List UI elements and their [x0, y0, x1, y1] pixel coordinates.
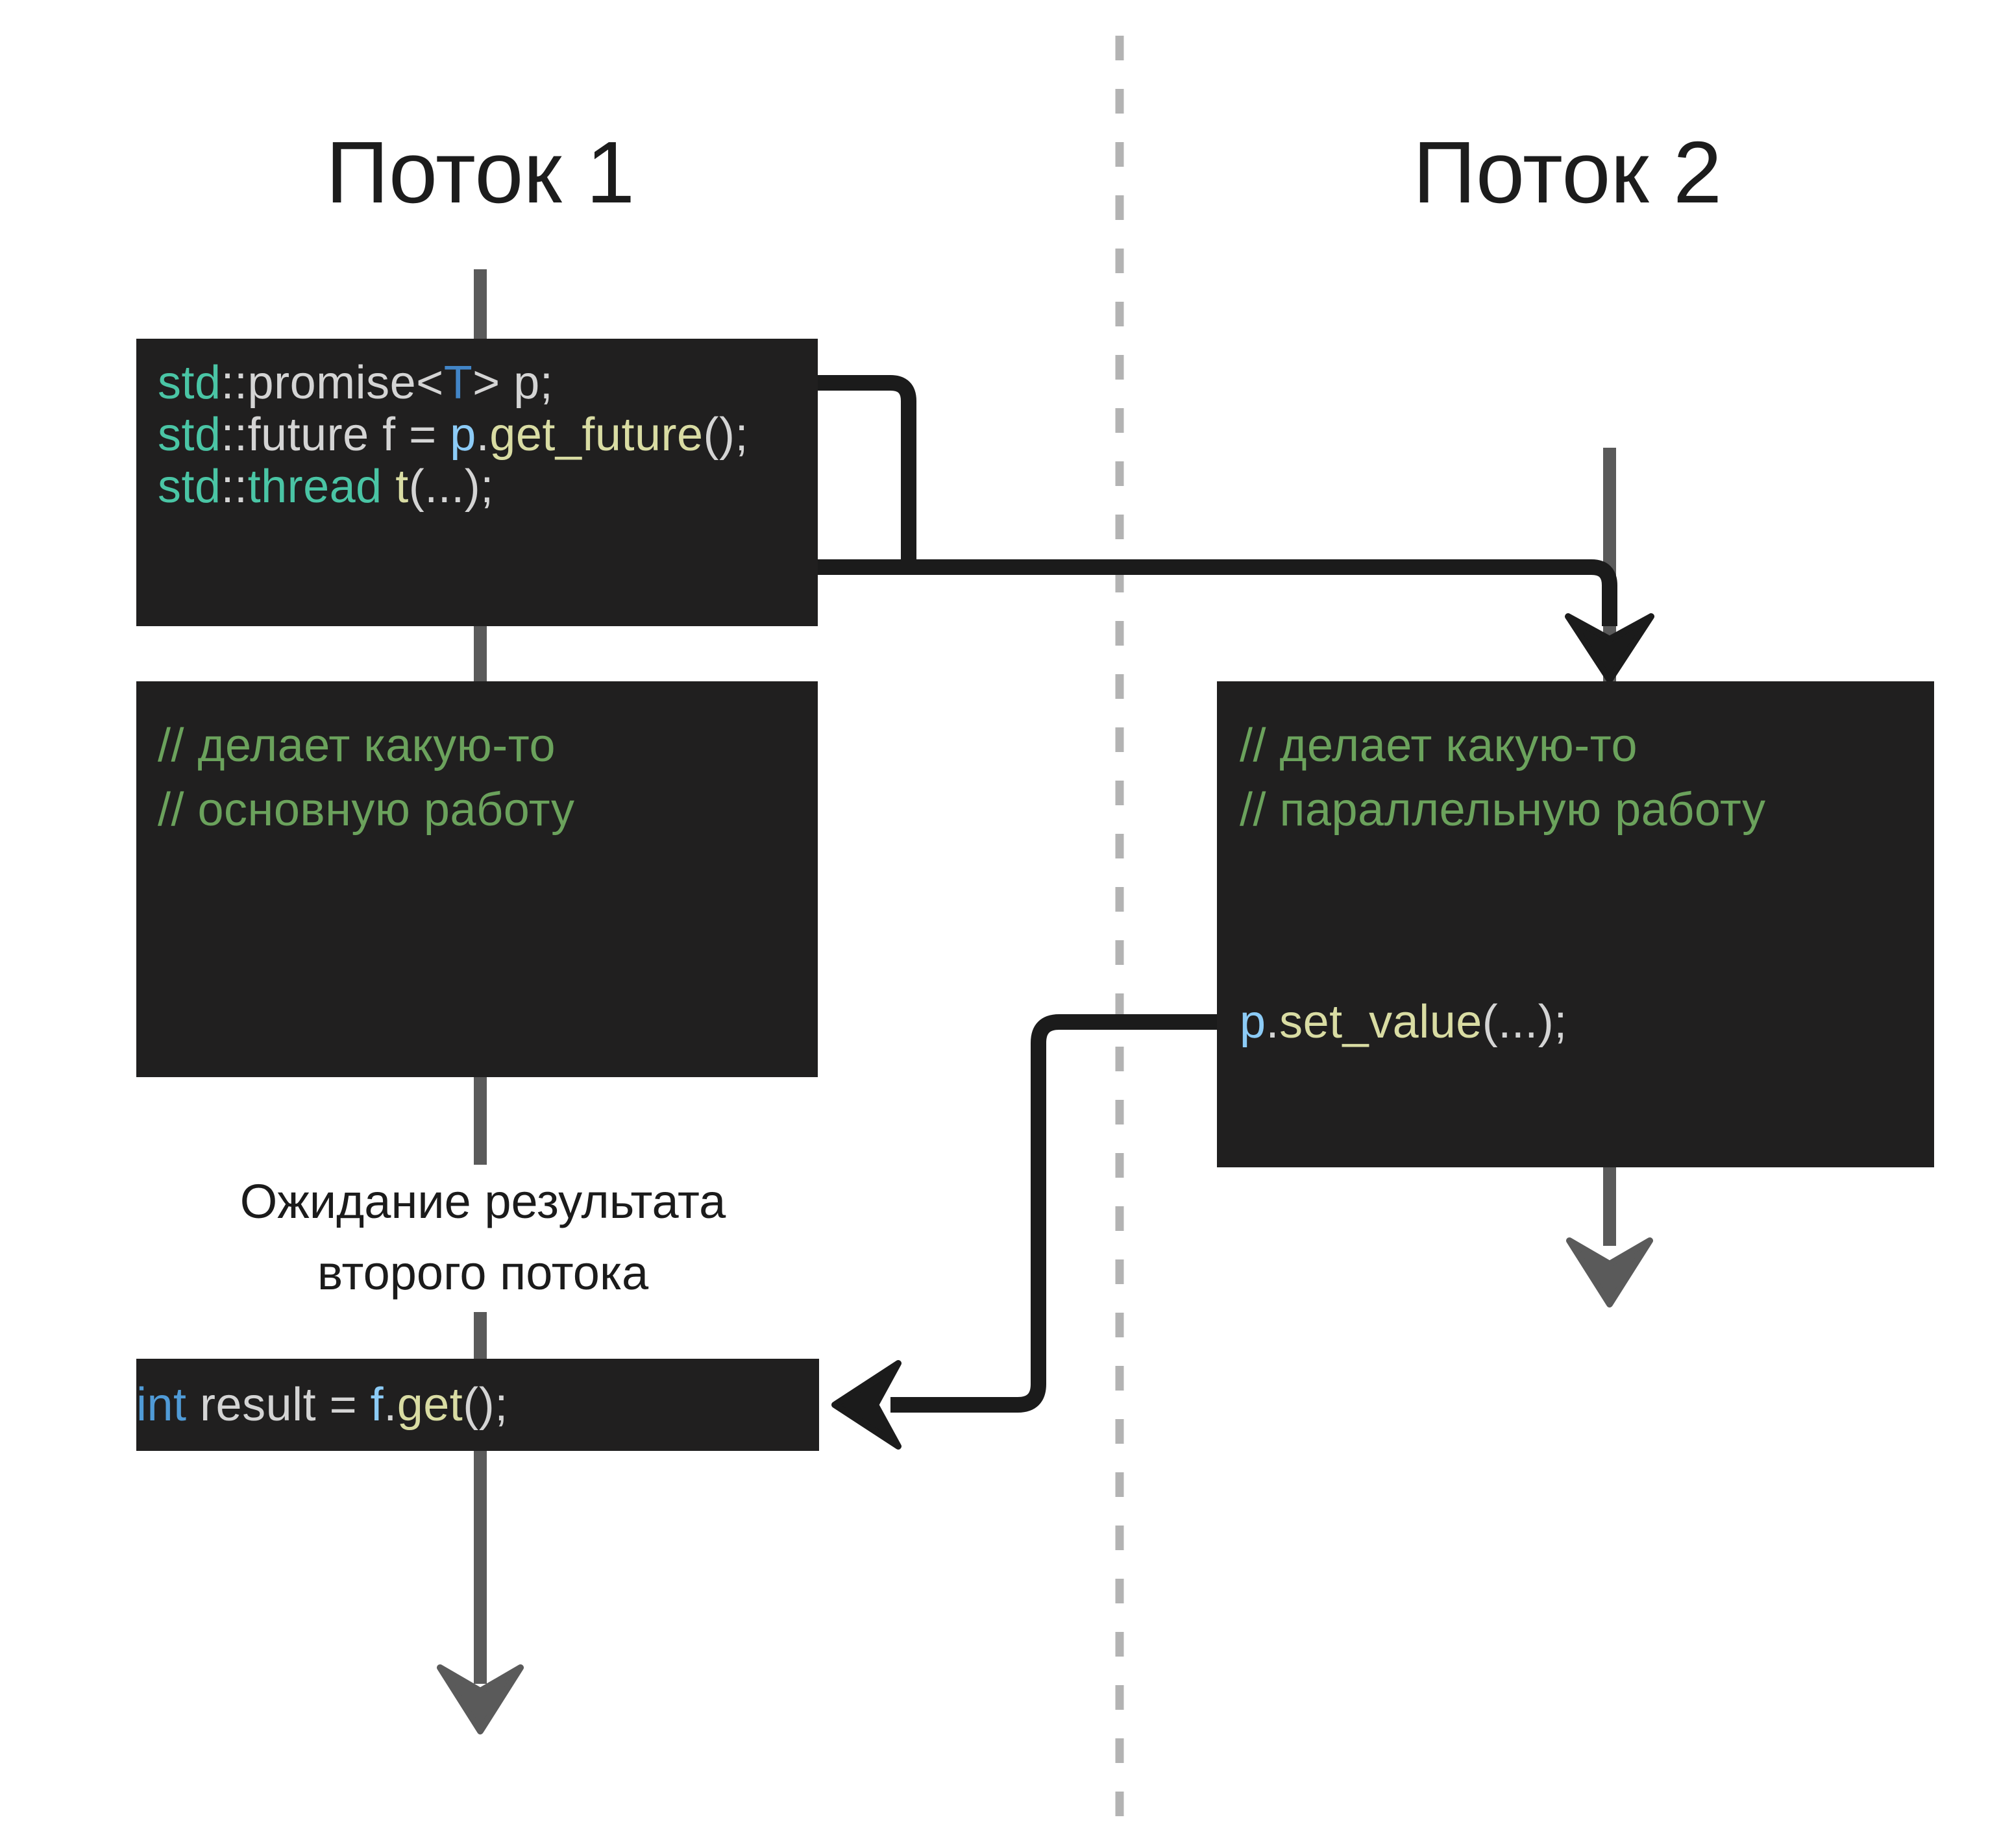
result-code-line: int result = f.get();	[136, 1379, 508, 1431]
code-token-gray	[382, 461, 396, 513]
thread1-arrowhead-down-icon	[437, 1664, 524, 1734]
thread2-title: Поток 2	[1412, 123, 1723, 221]
code-token-gray: ::promise<	[221, 357, 444, 409]
parallel-set-value-line: p.set_value(...);	[1240, 996, 1928, 1048]
code-line: std::future f = p.get_future();	[158, 409, 811, 461]
code-token-gray: .	[1266, 996, 1280, 1048]
connector-setvalue-to-get-line	[890, 1014, 1217, 1413]
code-token-gray: (...);	[1482, 996, 1567, 1048]
code-line: // основную работу	[158, 778, 811, 842]
code-token-type_blue: T	[443, 357, 473, 409]
waiting-note: Ожидание результата второго потока	[240, 1166, 726, 1309]
code-token-green: // основную работу	[158, 784, 575, 836]
thread2-arrowhead-down-icon	[1566, 1237, 1653, 1307]
code-token-var_blue: p	[450, 409, 476, 461]
main-work-comment: // делает какую-то // основную работу	[158, 714, 811, 842]
code-block-result: int result = f.get();	[136, 1359, 819, 1451]
connector-arrowhead-into-result-icon	[831, 1360, 902, 1450]
code-token-teal: std	[158, 409, 221, 461]
code-line: // делает какую-то	[158, 714, 811, 778]
code-token-keyword_blue: int	[136, 1379, 187, 1431]
code-token-gray: (...);	[408, 461, 494, 513]
code-token-gray: > p;	[472, 357, 554, 409]
connector-thread-spawn-line	[816, 559, 1617, 626]
code-block-parallel-work: // делает какую-то // параллельную работу…	[1217, 681, 1934, 1167]
code-token-yellow: t	[395, 461, 409, 513]
connector-promise-to-thread-stub	[816, 375, 916, 567]
code-line: // делает какую-то	[1240, 714, 1928, 778]
code-token-yellow: get	[397, 1379, 463, 1431]
code-token-gray: ();	[703, 409, 749, 461]
code-token-yellow: get_future	[489, 409, 704, 461]
code-block-setup: std::promise<T> p;std::future f = p.get_…	[136, 339, 818, 626]
code-token-teal: std	[158, 357, 221, 409]
code-token-green: // параллельную работу	[1240, 784, 1766, 836]
code-token-green: // делает какую-то	[158, 720, 556, 772]
code-token-gray: ::	[221, 461, 248, 513]
code-line: std::thread t(...);	[158, 461, 811, 513]
code-line: std::promise<T> p;	[158, 357, 811, 409]
code-token-teal: std	[158, 461, 221, 513]
code-line: int result = f.get();	[136, 1379, 508, 1431]
code-token-teal: thread	[247, 461, 382, 513]
code-block-main-work: // делает какую-то // основную работу	[136, 681, 818, 1077]
setup-code-line-promise: std::promise<T> p;std::future f = p.get_…	[158, 357, 811, 513]
code-token-var_blue: f	[370, 1379, 384, 1431]
waiting-note-line2: второго потока	[317, 1246, 649, 1300]
waiting-note-line1: Ожидание результата	[239, 1174, 726, 1228]
code-token-gray: .	[384, 1379, 397, 1431]
code-token-yellow: set_value	[1279, 996, 1482, 1048]
code-token-gray: ();	[463, 1379, 508, 1431]
code-line: p.set_value(...);	[1240, 996, 1928, 1048]
code-token-gray: .	[476, 409, 490, 461]
parallel-work-comment: // делает какую-то // параллельную работу	[1240, 714, 1928, 842]
code-line: // параллельную работу	[1240, 778, 1928, 842]
code-token-gray: result =	[186, 1379, 371, 1431]
connector-arrowhead-into-thread2-icon	[1565, 613, 1654, 683]
code-token-green: // делает какую-то	[1240, 720, 1638, 772]
code-token-var_blue: p	[1240, 996, 1266, 1048]
code-token-gray: ::future f =	[221, 409, 450, 461]
thread1-title: Поток 1	[325, 123, 635, 221]
